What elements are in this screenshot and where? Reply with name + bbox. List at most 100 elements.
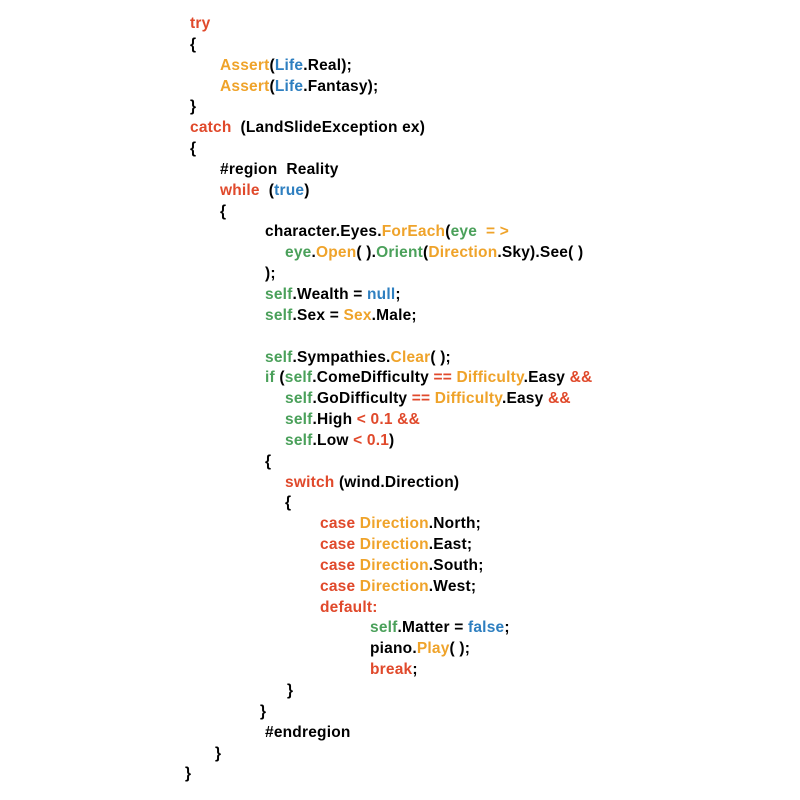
code-token-red: < 0.1 &&: [356, 411, 420, 429]
code-token-black: .Sex =: [292, 306, 344, 324]
code-token-black: {: [190, 35, 197, 53]
code-token-black: .High: [312, 411, 357, 429]
code-token-green: eye: [285, 244, 312, 262]
code-token-red: < 0.1: [353, 431, 390, 449]
code-token-black: .Real);: [303, 56, 352, 74]
code-line: while (true): [0, 181, 592, 202]
code-token-black: (wind.Direction): [334, 473, 460, 491]
code-token-blue: null: [367, 285, 396, 303]
code-line: self.Sympathies.Clear( );: [0, 348, 592, 369]
code-line: case Direction.North;: [0, 514, 592, 535]
code-token-black: .GoDifficulty: [312, 390, 412, 408]
code-token-gold: Direction: [359, 515, 429, 533]
code-token-black: .North;: [428, 515, 481, 533]
code-token-red: while: [220, 181, 260, 199]
code-token-red: case: [320, 536, 360, 554]
code-token-gold: Direction: [428, 244, 498, 262]
code-line: #endregion: [0, 723, 592, 744]
code-token-red: case: [320, 556, 360, 574]
code-line: {: [0, 493, 592, 514]
code-token-black: (: [274, 369, 285, 387]
code-line: }: [0, 744, 592, 765]
code-line: case Direction.South;: [0, 556, 592, 577]
code-token-black: ( );: [449, 640, 471, 658]
code-token-black: {: [285, 494, 292, 512]
code-token-blue: Life: [274, 56, 304, 74]
code-token-red: case: [320, 515, 360, 533]
code-token-black: ( );: [430, 348, 451, 366]
code-line: );: [0, 264, 592, 285]
code-token-green: self: [285, 431, 313, 449]
code-token-gold: Direction: [359, 536, 429, 554]
code-line: {: [0, 35, 592, 56]
code-token-red: catch: [190, 119, 232, 137]
code-token-black: }: [215, 744, 222, 762]
code-token-black: .Sympathies.: [292, 348, 391, 366]
code-token-black: {: [265, 452, 272, 470]
code-token-black: ): [304, 181, 310, 199]
code-token-blue: false: [468, 619, 505, 637]
code-token-red: ==: [433, 369, 457, 387]
code-token-red: ==: [411, 390, 435, 408]
code-line: catch (LandSlideException ex): [0, 118, 592, 139]
code-token-black: (: [423, 244, 429, 262]
code-token-green: if: [265, 369, 275, 387]
code-line: }: [0, 97, 592, 118]
code-token-black: .Easy: [501, 390, 548, 408]
code-token-black: .: [311, 244, 316, 262]
code-token-gold: Play: [416, 640, 450, 658]
code-line: self.Matter = false;: [0, 618, 592, 639]
code-line: }: [0, 702, 592, 723]
code-line: self.Wealth = null;: [0, 285, 592, 306]
code-token-red: &&: [569, 369, 593, 387]
code-token-black: }: [185, 765, 192, 783]
code-token-black: .ComeDifficulty: [312, 369, 434, 387]
code-line: self.High < 0.1 &&: [0, 410, 592, 431]
code-token-black: ;: [395, 285, 401, 303]
code-token-green: self: [265, 348, 293, 366]
code-line: }: [0, 681, 592, 702]
code-token-gold: Difficulty: [456, 369, 524, 387]
code-line: }: [0, 764, 592, 785]
code-token-black: ;: [504, 619, 510, 637]
code-token-gold: Clear: [390, 348, 431, 366]
code-token-black: }: [260, 702, 267, 720]
code-token-black: ;: [412, 661, 418, 679]
code-token-black: (: [269, 77, 275, 95]
code-line: self.Low < 0.1): [0, 431, 592, 452]
code-token-black: #region Reality: [220, 160, 339, 178]
code-token-black: .Easy: [523, 369, 570, 387]
code-token-red: switch: [285, 473, 335, 491]
code-token-green: Orient: [376, 244, 424, 262]
code-token-black: .West;: [428, 577, 477, 595]
code-line: default:: [0, 598, 592, 619]
code-token-red: case: [320, 577, 360, 595]
code-token-black: ): [389, 431, 395, 449]
code-token-red: default:: [320, 598, 378, 616]
code-token-green: self: [285, 411, 313, 429]
code-token-black: .Wealth =: [292, 285, 368, 303]
code-line: {: [0, 139, 592, 160]
code-token-green: eye: [450, 223, 478, 241]
code-line: Assert(Life.Fantasy);: [0, 77, 592, 98]
code-token-black: .East;: [428, 536, 473, 554]
code-line: self.GoDifficulty == Difficulty.Easy &&: [0, 389, 592, 410]
code-token-black: #endregion: [265, 723, 351, 741]
code-token-black: );: [265, 265, 276, 283]
code-token-black: piano.: [370, 640, 417, 658]
code-token-green: self: [265, 306, 293, 324]
code-token-gold: ForEach: [381, 223, 446, 241]
code-token-black: (: [445, 223, 451, 241]
code-token-black: .Sky).See( ): [497, 244, 584, 262]
code-token-black: character.Eyes.: [265, 223, 382, 241]
code-token-gold: Difficulty: [434, 390, 502, 408]
code-token-black: (LandSlideException ex): [231, 119, 426, 137]
code-token-gold: Assert: [220, 77, 270, 95]
code-block: try{Assert(Life.Real);Assert(Life.Fantas…: [0, 14, 592, 785]
code-token-black: .South;: [428, 556, 484, 574]
code-line: #region Reality: [0, 160, 592, 181]
code-line: eye.Open( ).Orient(Direction.Sky).See( ): [0, 243, 592, 264]
code-line: if (self.ComeDifficulty == Difficulty.Ea…: [0, 368, 592, 389]
code-token-green: self: [285, 390, 313, 408]
